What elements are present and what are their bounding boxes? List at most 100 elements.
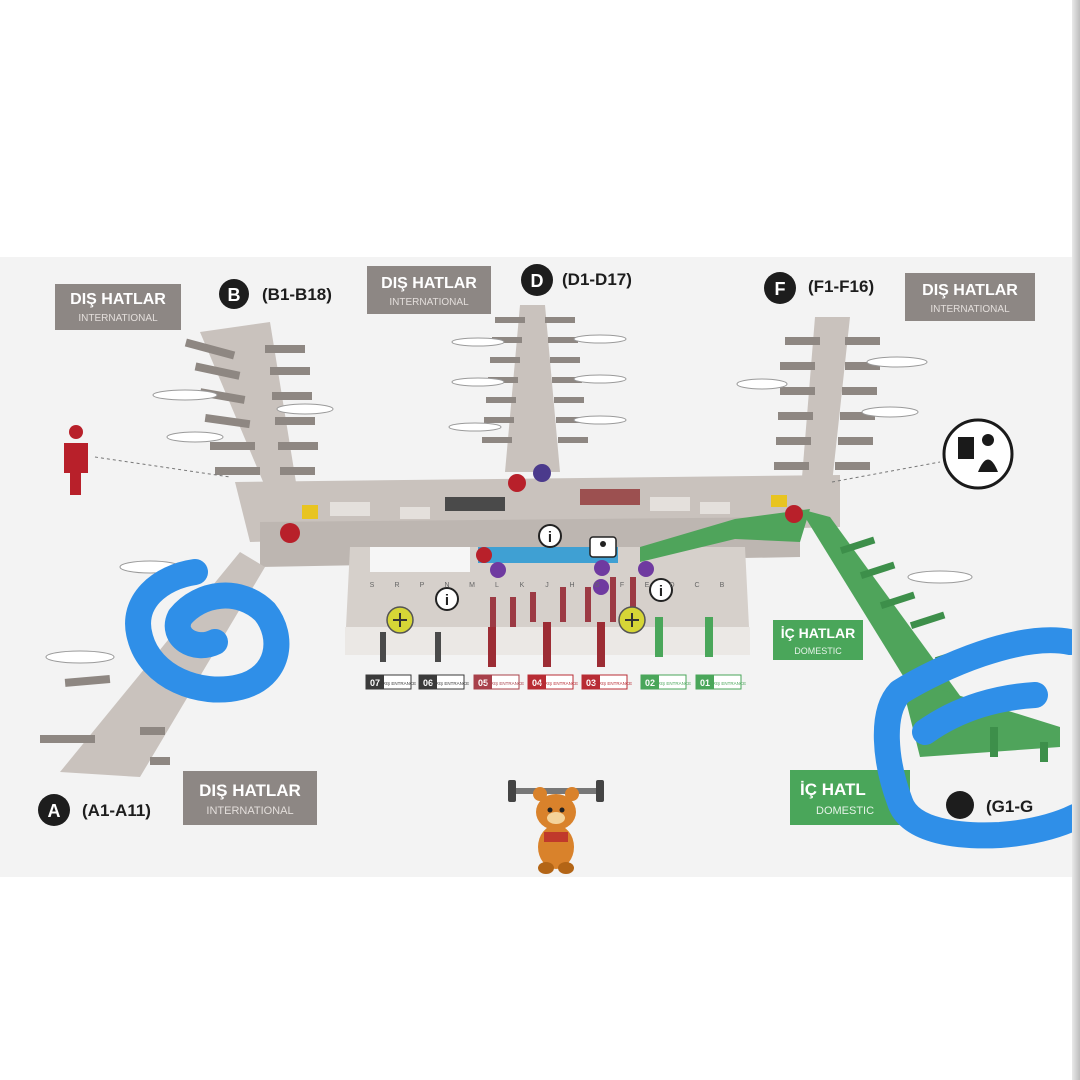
international-zone-badge: DIŞ HATLAR INTERNATIONAL [905, 273, 1035, 321]
meeting-point-icon [618, 606, 646, 634]
svg-text:06: 06 [423, 678, 433, 688]
info-icon: i [435, 587, 459, 611]
check-in-row-letter: C [694, 582, 699, 589]
svg-text:02: 02 [645, 678, 655, 688]
bear-mascot-sticker [508, 780, 604, 874]
person-icon [64, 425, 231, 495]
svg-text:03: 03 [586, 678, 596, 688]
check-in-row-letter: J [545, 582, 549, 589]
passport-control-icon [942, 418, 1014, 490]
svg-text:GIRIŞ ENTRANCE: GIRIŞ ENTRANCE [653, 681, 691, 686]
svg-text:(B1-B18): (B1-B18) [262, 285, 332, 304]
concourse-a-header: A (A1-A11) [38, 794, 151, 826]
check-in-row-letter: K [520, 582, 525, 589]
svg-text:(D1-D17): (D1-D17) [562, 270, 632, 289]
meeting-point-icon [386, 606, 414, 634]
concourse-f-pier [774, 317, 880, 502]
location-marker [594, 560, 610, 576]
yellow-marker [771, 495, 787, 507]
svg-text:B: B [228, 285, 241, 305]
concourse-f-header: F (F1-F16) [764, 272, 874, 304]
svg-text:04: 04 [532, 678, 542, 688]
svg-text:INTERNATIONAL: INTERNATIONAL [206, 805, 293, 817]
passport-control-small-icon [589, 536, 617, 558]
yellow-marker [302, 505, 318, 519]
location-marker [533, 464, 551, 482]
svg-text:DOMESTIC: DOMESTIC [794, 646, 842, 656]
svg-text:A: A [48, 801, 61, 821]
svg-text:DIŞ HATLAR: DIŞ HATLAR [199, 781, 301, 800]
location-marker [508, 474, 526, 492]
info-icon: i [649, 578, 673, 602]
check-in-row-letter: H [569, 582, 574, 589]
check-in-row-letter: R [394, 582, 399, 589]
svg-text:GIRIŞ ENTRANCE: GIRIŞ ENTRANCE [708, 681, 746, 686]
check-in-row-letter: F [620, 582, 624, 589]
svg-text:DOMESTIC: DOMESTIC [816, 805, 874, 817]
svg-text:GIRIŞ ENTRANCE: GIRIŞ ENTRANCE [594, 681, 632, 686]
international-zone-badge: DIŞ HATLAR INTERNATIONAL [183, 771, 317, 825]
svg-text:07: 07 [370, 678, 380, 688]
svg-text:GIRIŞ ENTRANCE: GIRIŞ ENTRANCE [486, 681, 524, 686]
concourse-d-pier [482, 305, 588, 472]
location-marker [490, 562, 506, 578]
domestic-zone-badge: İÇ HATLAR DOMESTIC [773, 620, 863, 660]
svg-text:F: F [775, 279, 786, 299]
international-zone-badge: DIŞ HATLAR INTERNATIONAL [367, 266, 491, 314]
location-marker [785, 505, 803, 523]
check-in-row-letter: S [370, 582, 375, 589]
airport-terminal-map: i i i [0, 257, 1080, 877]
concourse-b-header: B (B1-B18) [219, 279, 332, 309]
concourse-b-pier [184, 322, 318, 522]
svg-text:INTERNATIONAL: INTERNATIONAL [930, 304, 1010, 315]
aircraft-icons [45, 334, 973, 664]
check-in-row-letter: E [645, 582, 650, 589]
svg-text:GIRIŞ ENTRANCE: GIRIŞ ENTRANCE [378, 681, 416, 686]
location-marker [593, 579, 609, 595]
concourse-g-header: (G1-G [946, 791, 1033, 819]
check-in-row-letter: D [669, 582, 674, 589]
svg-text:DIŞ HATLAR: DIŞ HATLAR [381, 275, 477, 292]
svg-text:GIRIŞ ENTRANCE: GIRIŞ ENTRANCE [431, 681, 469, 686]
screen-edge [1072, 0, 1080, 1080]
svg-text:İÇ HATLAR: İÇ HATLAR [781, 625, 855, 641]
check-in-row-letter: G [594, 582, 599, 589]
svg-text:(F1-F16): (F1-F16) [808, 277, 874, 296]
location-marker [280, 523, 300, 543]
info-icon: i [538, 524, 562, 548]
svg-text:i: i [445, 592, 449, 609]
svg-text:GIRIŞ ENTRANCE: GIRIŞ ENTRANCE [540, 681, 578, 686]
international-zone-badge: DIŞ HATLAR INTERNATIONAL [55, 284, 181, 330]
check-in-row-letter: N [444, 582, 449, 589]
blue-scribble-left [125, 559, 290, 703]
location-marker [638, 561, 654, 577]
location-marker [476, 547, 492, 563]
check-in-row-letter: L [495, 582, 499, 589]
blue-scribble-right [873, 627, 1080, 849]
check-in-row-letter: P [420, 582, 425, 589]
svg-text:INTERNATIONAL: INTERNATIONAL [389, 297, 469, 308]
svg-text:05: 05 [478, 678, 488, 688]
svg-text:DIŞ HATLAR: DIŞ HATLAR [922, 282, 1018, 299]
svg-text:DIŞ HATLAR: DIŞ HATLAR [70, 291, 166, 308]
check-in-row-letter: B [720, 582, 725, 589]
svg-text:(A1-A11): (A1-A11) [82, 801, 151, 820]
concourse-d-header: D (D1-D17) [521, 264, 632, 296]
svg-text:(G1-G: (G1-G [986, 797, 1033, 816]
svg-text:INTERNATIONAL: INTERNATIONAL [78, 313, 158, 324]
svg-text:i: i [659, 583, 663, 600]
check-in-hall [345, 547, 750, 667]
svg-text:i: i [548, 529, 552, 546]
svg-text:İÇ HATL: İÇ HATL [800, 780, 866, 799]
svg-text:D: D [531, 271, 544, 291]
check-in-row-letter: M [469, 582, 475, 589]
